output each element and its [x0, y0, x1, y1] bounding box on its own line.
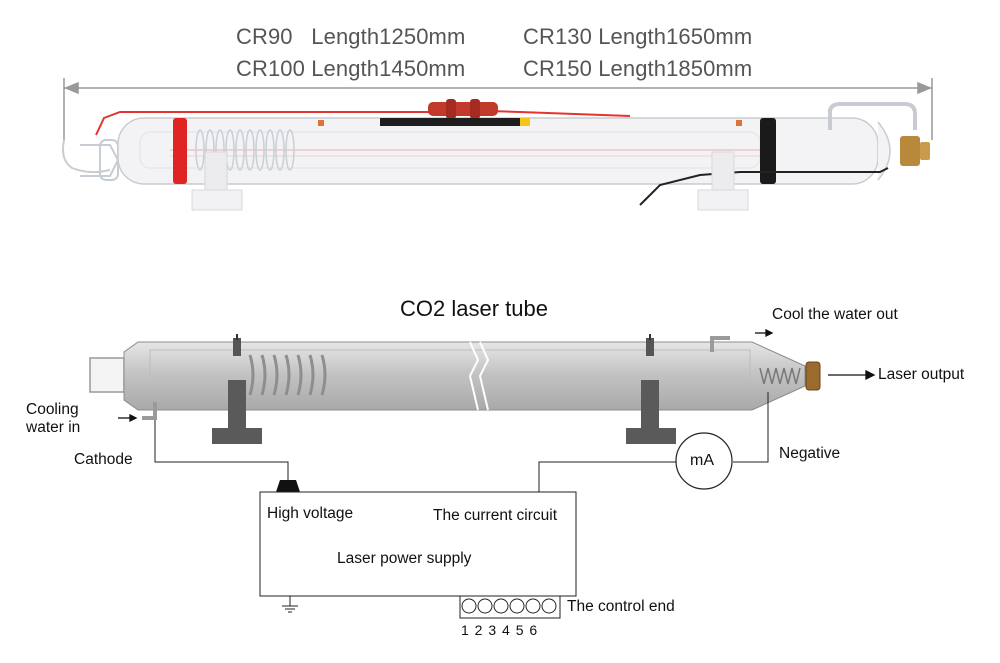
label-cathode: Cathode	[74, 451, 133, 468]
tube-break	[468, 341, 490, 411]
spec-model: CR150	[523, 56, 592, 81]
spec-cr130: CR130 Length1650mm	[523, 24, 752, 50]
spec-cr150: CR150 Length1850mm	[523, 56, 752, 82]
schematic-coil	[248, 354, 327, 396]
schematic-support-left	[212, 334, 262, 444]
label-power-supply: Laser power supply	[337, 550, 472, 567]
diagram-title: CO2 laser tube	[400, 296, 548, 321]
tube-stand-right	[697, 151, 749, 211]
label-high-voltage: High voltage	[267, 505, 354, 522]
spec-model: CR100	[236, 56, 305, 81]
arrows	[118, 328, 876, 423]
tube-stand-left	[191, 151, 243, 211]
black-band	[760, 118, 776, 184]
wire-connector	[428, 99, 498, 119]
control-terminal-numbers: 1 2 3 4 5 6	[461, 622, 538, 638]
label-laser-output: Laser output	[878, 366, 965, 383]
spec-model: CR130	[523, 24, 592, 49]
label-cooling-water-in: Cooling water in	[26, 401, 81, 436]
cooling-water-in-pipe	[142, 402, 157, 420]
spec-length: Length1250mm	[311, 24, 466, 49]
label-cool-water-out: Cool the water out	[772, 306, 898, 323]
cool-water-out-pipe	[710, 336, 730, 352]
label-negative: Negative	[779, 445, 841, 462]
spec-cr90: CR90 Length1250mm	[236, 24, 465, 50]
spec-length: Length1650mm	[598, 24, 753, 49]
spec-length: Length1850mm	[598, 56, 753, 81]
laser-output-cap	[805, 361, 821, 391]
label-control-end: The control end	[567, 598, 675, 615]
length-dimension-arrow	[63, 78, 933, 140]
spec-cr100: CR100 Length1450mm	[236, 56, 465, 82]
water-out-pipe	[828, 102, 917, 130]
output-spring	[759, 367, 801, 385]
spec-model: CR90	[236, 24, 293, 49]
red-band	[173, 118, 187, 184]
circuit-wiring	[154, 392, 769, 613]
spec-length: Length1450mm	[311, 56, 466, 81]
tube-left-end	[62, 139, 120, 181]
schematic-tube	[123, 341, 806, 411]
label-current-circuit: The current circuit	[433, 507, 558, 524]
brass-output-fitting	[900, 136, 930, 166]
cathode-cap	[89, 357, 125, 393]
tube-label	[380, 118, 525, 126]
schematic-support-right	[626, 334, 676, 444]
control-terminals	[459, 595, 561, 619]
laser-tube-photo	[62, 78, 933, 211]
label-milliamp-meter: mA	[690, 452, 714, 469]
high-voltage-terminal	[276, 480, 300, 492]
